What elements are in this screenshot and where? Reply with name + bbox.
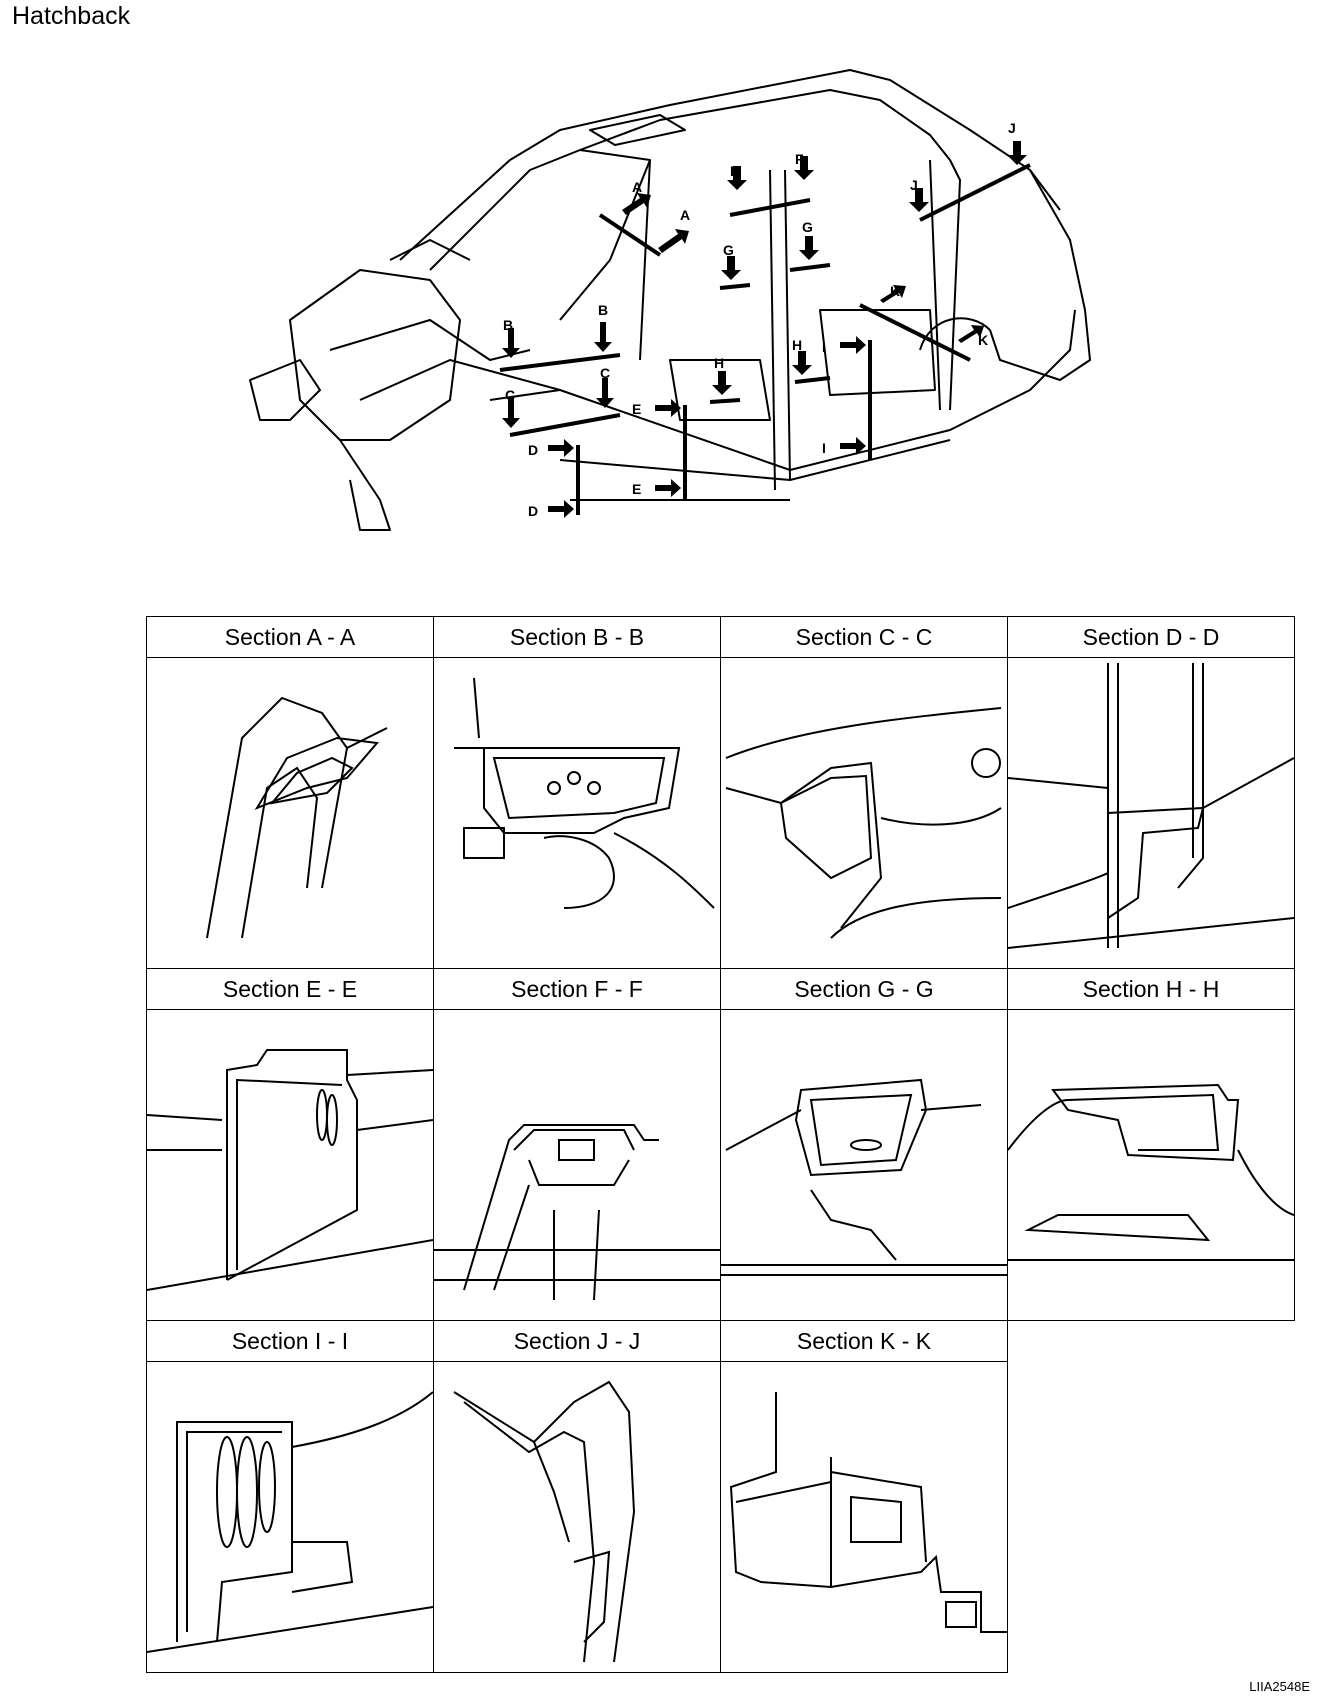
section-title: Section B - B <box>434 617 720 658</box>
marker-label: K <box>978 332 988 348</box>
marker-label: I <box>822 440 826 456</box>
marker-label: C <box>505 387 515 403</box>
section-title: Section D - D <box>1008 617 1294 658</box>
marker-label: D <box>528 442 538 458</box>
marker-label: C <box>600 365 610 381</box>
section-title: Section H - H <box>1008 969 1294 1010</box>
section-panel-b: Section B - B <box>433 616 721 969</box>
section-title: Section K - K <box>721 1321 1007 1362</box>
empty-cell <box>1008 1321 1295 1673</box>
section-panel-k: Section K - K <box>720 1320 1008 1673</box>
section-panel-i: Section I - I <box>146 1320 434 1673</box>
section-title: Section F - F <box>434 969 720 1010</box>
marker-label: J <box>1008 120 1016 136</box>
marker-label: H <box>792 337 802 353</box>
section-drawing <box>434 658 720 968</box>
marker-label: J <box>910 177 918 193</box>
marker-label: F <box>795 151 804 167</box>
section-cut-lines <box>499 163 1031 515</box>
section-drawing <box>1008 1010 1294 1320</box>
marker-label: G <box>723 242 734 258</box>
section-panel-e: Section E - E <box>146 968 434 1321</box>
marker-label: D <box>528 503 538 519</box>
section-drawing <box>147 1010 433 1320</box>
section-title: Section I - I <box>147 1321 433 1362</box>
section-panel-d: Section D - D <box>1007 616 1295 969</box>
section-panel-f: Section F - F <box>433 968 721 1321</box>
section-title: Section G - G <box>721 969 1007 1010</box>
section-title: Section J - J <box>434 1321 720 1362</box>
document-code: LIIA2548E <box>1249 1679 1310 1694</box>
car-body-diagram: A A B B C C D D E E F F G G H H I I J J … <box>249 69 1091 531</box>
marker-label: E <box>632 401 641 417</box>
section-drawing <box>721 1010 1007 1320</box>
marker-label: I <box>822 339 826 355</box>
section-marker-labels: A A B B C C D D E E F F G G H H I I J J … <box>503 120 1016 519</box>
section-drawing <box>1008 658 1294 968</box>
page-title: Hatchback <box>12 2 131 30</box>
marker-label: H <box>714 355 724 371</box>
section-panel-g: Section G - G <box>720 968 1008 1321</box>
section-drawing <box>434 1362 720 1672</box>
car-outline <box>249 69 1091 531</box>
section-drawing <box>721 1362 1007 1672</box>
section-drawing <box>147 1362 433 1672</box>
section-panel-c: Section C - C <box>720 616 1008 969</box>
section-drawing <box>147 658 433 968</box>
section-views-table: Section A - A Section B - B <box>146 616 1295 1673</box>
section-panel-j: Section J - J <box>433 1320 721 1673</box>
marker-label: B <box>503 317 513 333</box>
marker-label: A <box>632 179 642 195</box>
section-title: Section E - E <box>147 969 433 1010</box>
section-drawing <box>721 658 1007 968</box>
section-title: Section C - C <box>721 617 1007 658</box>
section-panel-h: Section H - H <box>1007 968 1295 1321</box>
section-panel-a: Section A - A <box>146 616 434 969</box>
marker-label: A <box>680 207 690 223</box>
section-arrows <box>502 141 1027 518</box>
marker-label: F <box>730 163 739 179</box>
marker-label: G <box>802 219 813 235</box>
marker-label: B <box>598 302 608 318</box>
section-title: Section A - A <box>147 617 433 658</box>
marker-label: K <box>890 283 900 299</box>
section-drawing <box>434 1010 720 1320</box>
marker-label: E <box>632 481 641 497</box>
